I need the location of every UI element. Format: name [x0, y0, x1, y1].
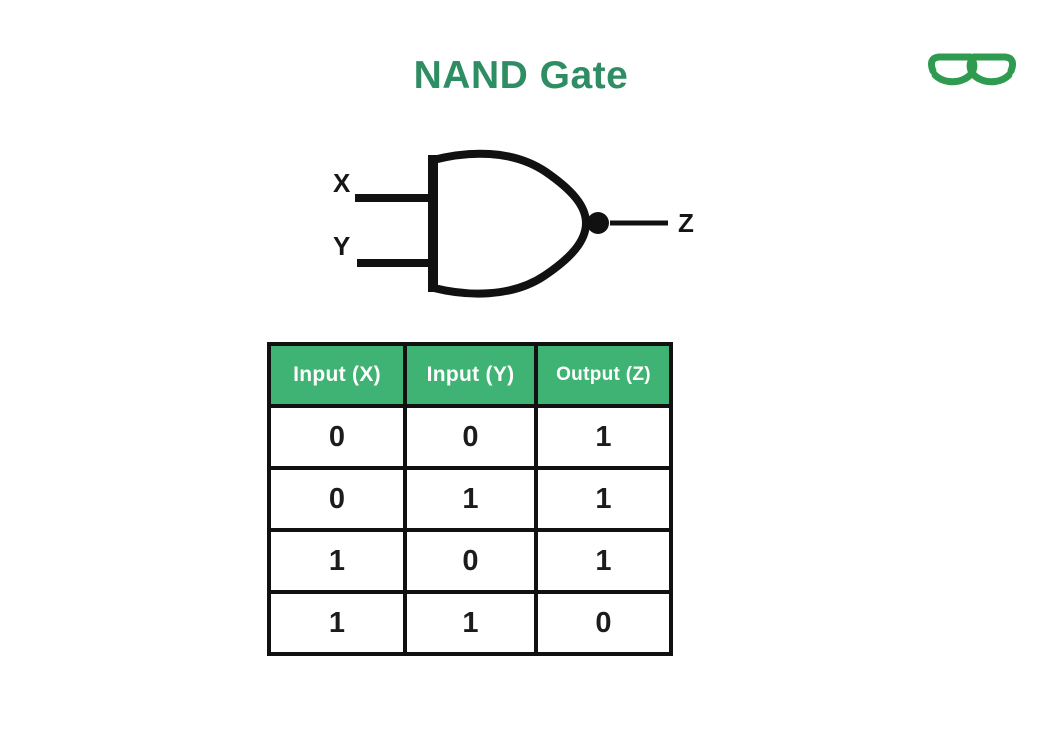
cell-input-x: 1: [267, 590, 407, 656]
cell-input-y: 1: [403, 466, 538, 532]
table-row: 0 0 1: [267, 404, 673, 470]
cell-output-z: 1: [534, 528, 673, 594]
cell-input-x: 0: [267, 404, 407, 470]
truth-table-header-output-z: Output (Z): [534, 342, 673, 408]
gate-input-x-label: X: [333, 168, 351, 198]
geeksforgeeks-logo-icon: [922, 44, 1022, 104]
cell-input-x: 0: [267, 466, 407, 532]
truth-table-header-input-x: Input (X): [267, 342, 407, 408]
cell-input-y: 0: [403, 404, 538, 470]
table-row: 1 1 0: [267, 590, 673, 656]
cell-output-z: 1: [534, 466, 673, 532]
table-row: 1 0 1: [267, 528, 673, 594]
cell-output-z: 0: [534, 590, 673, 656]
nand-gate-diagram: X Y Z: [300, 130, 720, 320]
nand-gate-shape: [355, 149, 668, 298]
gate-output-z-label: Z: [678, 208, 694, 238]
page-title: NAND Gate: [413, 54, 629, 97]
truth-table-header-input-y: Input (Y): [403, 342, 538, 408]
table-row: 0 1 1: [267, 466, 673, 532]
truth-table: Input (X) Input (Y) Output (Z) 0 0 1 0 1…: [267, 342, 673, 656]
cell-input-y: 1: [403, 590, 538, 656]
gate-input-y-label: Y: [333, 231, 351, 261]
cell-output-z: 1: [534, 404, 673, 470]
truth-table-header-row: Input (X) Input (Y) Output (Z): [267, 342, 673, 408]
cell-input-x: 1: [267, 528, 407, 594]
cell-input-y: 0: [403, 528, 538, 594]
